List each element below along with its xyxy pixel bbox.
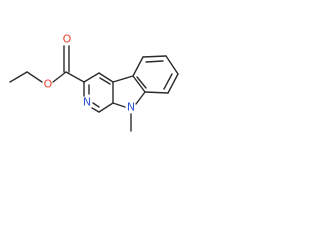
bond-benz-c7-c8-inner <box>163 73 173 90</box>
bond-pyr-c1-n2-inner <box>92 102 100 108</box>
atom-carbonyl-oxygen: O <box>63 33 72 46</box>
bond-five-c4b-c8a <box>132 75 146 93</box>
atom-pyridine-nitrogen: N <box>83 96 91 109</box>
bond-benz-c4b-c5 <box>132 56 144 77</box>
bond-five-c8a-n9 <box>135 91 146 105</box>
atom-ester-oxygen: O <box>44 78 53 91</box>
bond-pyr-c9a-c1 <box>98 102 114 113</box>
bond-benz-c4b-c8a-inner <box>136 76 147 89</box>
bond-benz-c5-c6 <box>142 55 167 58</box>
bond-benz-c7-c8 <box>167 73 179 94</box>
bond-benz-c5-c6-inner <box>145 60 164 63</box>
bond-pyr-c4-c4a <box>98 72 114 83</box>
bond-ethyl-ch2-o <box>26 71 43 83</box>
bond-pyr-c3-c4 <box>83 72 100 83</box>
bond-pyr-c4-c4a-inner <box>99 77 111 85</box>
bond-ethyl-ch3 <box>9 71 28 83</box>
bond-five-n9-c9a <box>112 102 126 108</box>
atom-indole-nitrogen: N <box>127 101 135 114</box>
bond-benz-c8-c8a <box>144 91 169 94</box>
molecule-structure: O O N N <box>9 33 179 132</box>
bonds <box>9 45 179 132</box>
bond-five-c4a-c4b <box>112 75 134 83</box>
atom-labels: O O N N <box>44 33 135 114</box>
bond-o-carbonyl-c <box>52 71 67 83</box>
bond-pyr-c1-n2 <box>91 107 100 113</box>
bond-benz-c6-c7 <box>165 55 179 75</box>
bond-carbonyl-c-ring <box>65 71 85 83</box>
